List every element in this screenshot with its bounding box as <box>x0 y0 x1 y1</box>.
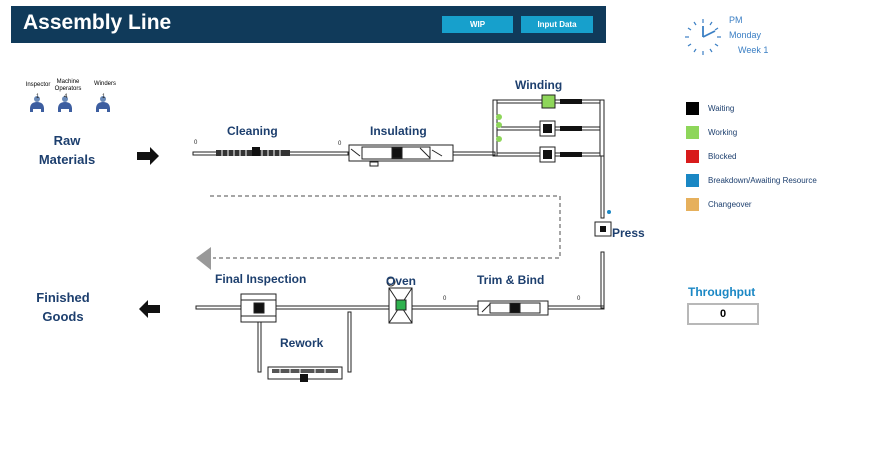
machine-operators-icon <box>58 96 72 112</box>
rework-machine-icon <box>267 366 343 382</box>
legend-label-waiting: Waiting <box>708 104 735 113</box>
finished-arrow-icon <box>139 300 160 318</box>
clock-icon <box>685 19 721 55</box>
final-inspection-machine-icon <box>240 293 277 323</box>
resource-label-winders: Winders <box>93 81 116 87</box>
cleaning-queue-count: 0 <box>194 140 198 146</box>
winders-icon <box>96 96 110 112</box>
final-inspection-label: Final Inspection <box>215 272 307 286</box>
return-path <box>210 195 561 259</box>
insulating-machine-icon <box>348 144 454 167</box>
legend-label-breakdown: Breakdown/Awaiting Resource <box>708 176 817 185</box>
header-bar: Assembly Line WIP Input Data <box>11 6 606 43</box>
finished-goods-label: Finished Goods <box>36 290 90 324</box>
resource-label-machine-operators: Machine Operators <box>54 79 82 92</box>
winding-label: Winding <box>515 78 563 92</box>
clock-week: Week 1 <box>738 45 769 55</box>
legend-swatch-changeover <box>686 198 699 211</box>
return-arrow-icon <box>196 247 211 270</box>
legend-swatch-working <box>686 126 699 139</box>
legend-label-working: Working <box>708 128 738 137</box>
winders-count: 1 <box>102 94 106 100</box>
winder-1-status <box>541 94 556 109</box>
oven-queue-count: 0 <box>443 296 447 302</box>
inspector-count: 1 <box>36 94 40 100</box>
oven-label: Oven <box>386 274 417 288</box>
rework-label: Rework <box>280 336 324 350</box>
trim-queue-count: 0 <box>577 296 581 302</box>
winder-2-status <box>543 124 552 133</box>
legend-label-changeover: Changeover <box>708 200 752 209</box>
winder-3-status <box>543 150 552 159</box>
machine-operators-count: 4 <box>64 94 68 100</box>
inspector-icon <box>30 96 44 112</box>
resource-figures <box>30 96 110 112</box>
legend-swatch-waiting <box>686 102 699 115</box>
throughput-value: 0 <box>687 303 759 325</box>
throughput-label: Throughput <box>688 285 756 299</box>
page-title: Assembly Line <box>23 11 172 34</box>
cleaning-machine-icon <box>216 147 290 156</box>
oven-machine-icon <box>386 277 413 324</box>
trim-bind-label: Trim & Bind <box>477 273 545 287</box>
input-data-button[interactable]: Input Data <box>521 16 593 33</box>
legend-swatch-blocked <box>686 150 699 163</box>
legend-swatch-breakdown <box>686 174 699 187</box>
insulating-queue-count: 0 <box>338 141 342 147</box>
resource-label-inspector: Inspector <box>25 82 51 88</box>
press-label: Press <box>612 226 645 240</box>
trim-bind-machine-icon <box>477 300 549 316</box>
clock-period: PM <box>729 15 743 25</box>
raw-arrow-icon <box>137 147 159 165</box>
legend-label-blocked: Blocked <box>708 152 737 161</box>
cleaning-label: Cleaning <box>227 124 278 138</box>
clock-day: Monday <box>729 30 762 40</box>
wip-button[interactable]: WIP <box>442 16 513 33</box>
conveyor-to-winding <box>452 151 496 156</box>
raw-materials-label: Raw Materials <box>38 133 96 167</box>
insulating-label: Insulating <box>370 124 427 138</box>
